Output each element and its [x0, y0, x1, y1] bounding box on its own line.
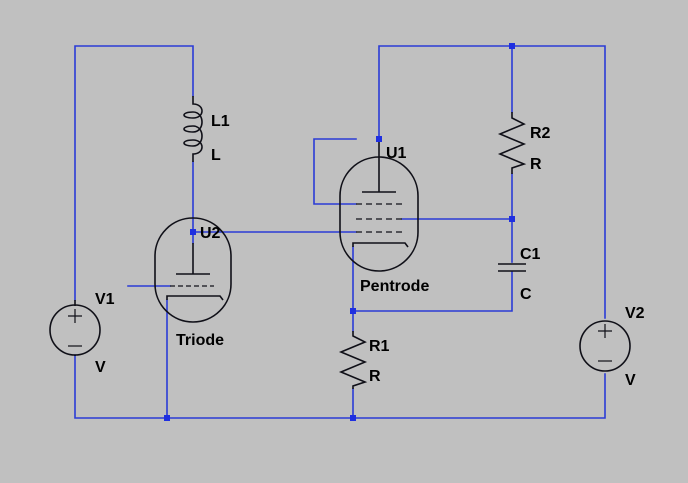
- r1-name-label: R1: [369, 338, 390, 355]
- c1-name-label: C1: [520, 246, 541, 263]
- r2-zigzag: [497, 112, 527, 174]
- u2-name-label: U2: [200, 225, 221, 242]
- junction-ground-triode: [164, 415, 170, 421]
- junction-pentode-cathode: [350, 308, 356, 314]
- u1-value-label: Pentrode: [360, 278, 429, 295]
- u2-value-label: Triode: [176, 332, 224, 349]
- triode-envelope: [154, 217, 232, 323]
- capacitor-c1[interactable]: C1 C: [498, 246, 541, 303]
- l1-value-label: L: [211, 147, 221, 164]
- junction-r2-top: [509, 43, 515, 49]
- pentode-cathode: [352, 242, 409, 248]
- pentode-u1[interactable]: Pentrode U1: [339, 139, 429, 295]
- wire-v1-top: [74, 45, 194, 301]
- r1-zigzag: [338, 331, 368, 389]
- junction-u2-plate: [190, 229, 196, 235]
- wire-c1-bottom: [352, 271, 513, 312]
- junctions: [164, 43, 515, 421]
- v2-name-label: V2: [625, 305, 645, 322]
- wire-top-right: [378, 45, 606, 319]
- wire-ground-bus: [74, 354, 606, 419]
- voltage-source-v1[interactable]: V1 V: [49, 291, 115, 376]
- v2-plus-sign: [598, 324, 612, 338]
- junction-screen-grid: [509, 216, 515, 222]
- junction-ground-r1: [350, 415, 356, 421]
- v1-name-label: V1: [95, 291, 115, 308]
- triode-cathode: [166, 295, 224, 301]
- u1-name-label: U1: [386, 145, 407, 162]
- r2-name-label: R2: [530, 125, 551, 142]
- wire-plate-loop: [313, 138, 357, 205]
- l1-coil: [183, 96, 203, 162]
- c1-value-label: C: [520, 286, 532, 303]
- l1-name-label: L1: [211, 113, 230, 130]
- v2-value-label: V: [625, 372, 636, 389]
- wires: [74, 45, 606, 419]
- junction-u1-plate: [376, 136, 382, 142]
- r1-value-label: R: [369, 368, 381, 385]
- pentode-envelope: [339, 156, 419, 272]
- r2-value-label: R: [530, 156, 542, 173]
- v1-plus-sign: [68, 309, 82, 323]
- triode-u2[interactable]: Triode U2: [154, 217, 232, 349]
- resistor-r1[interactable]: R1 R: [338, 331, 390, 389]
- voltage-source-v2[interactable]: V2 V: [579, 305, 645, 389]
- inductor-l1[interactable]: L1 L: [183, 96, 230, 164]
- resistor-r2[interactable]: R2 R: [497, 112, 551, 174]
- v2-symbol: [579, 320, 631, 372]
- v1-value-label: V: [95, 359, 106, 376]
